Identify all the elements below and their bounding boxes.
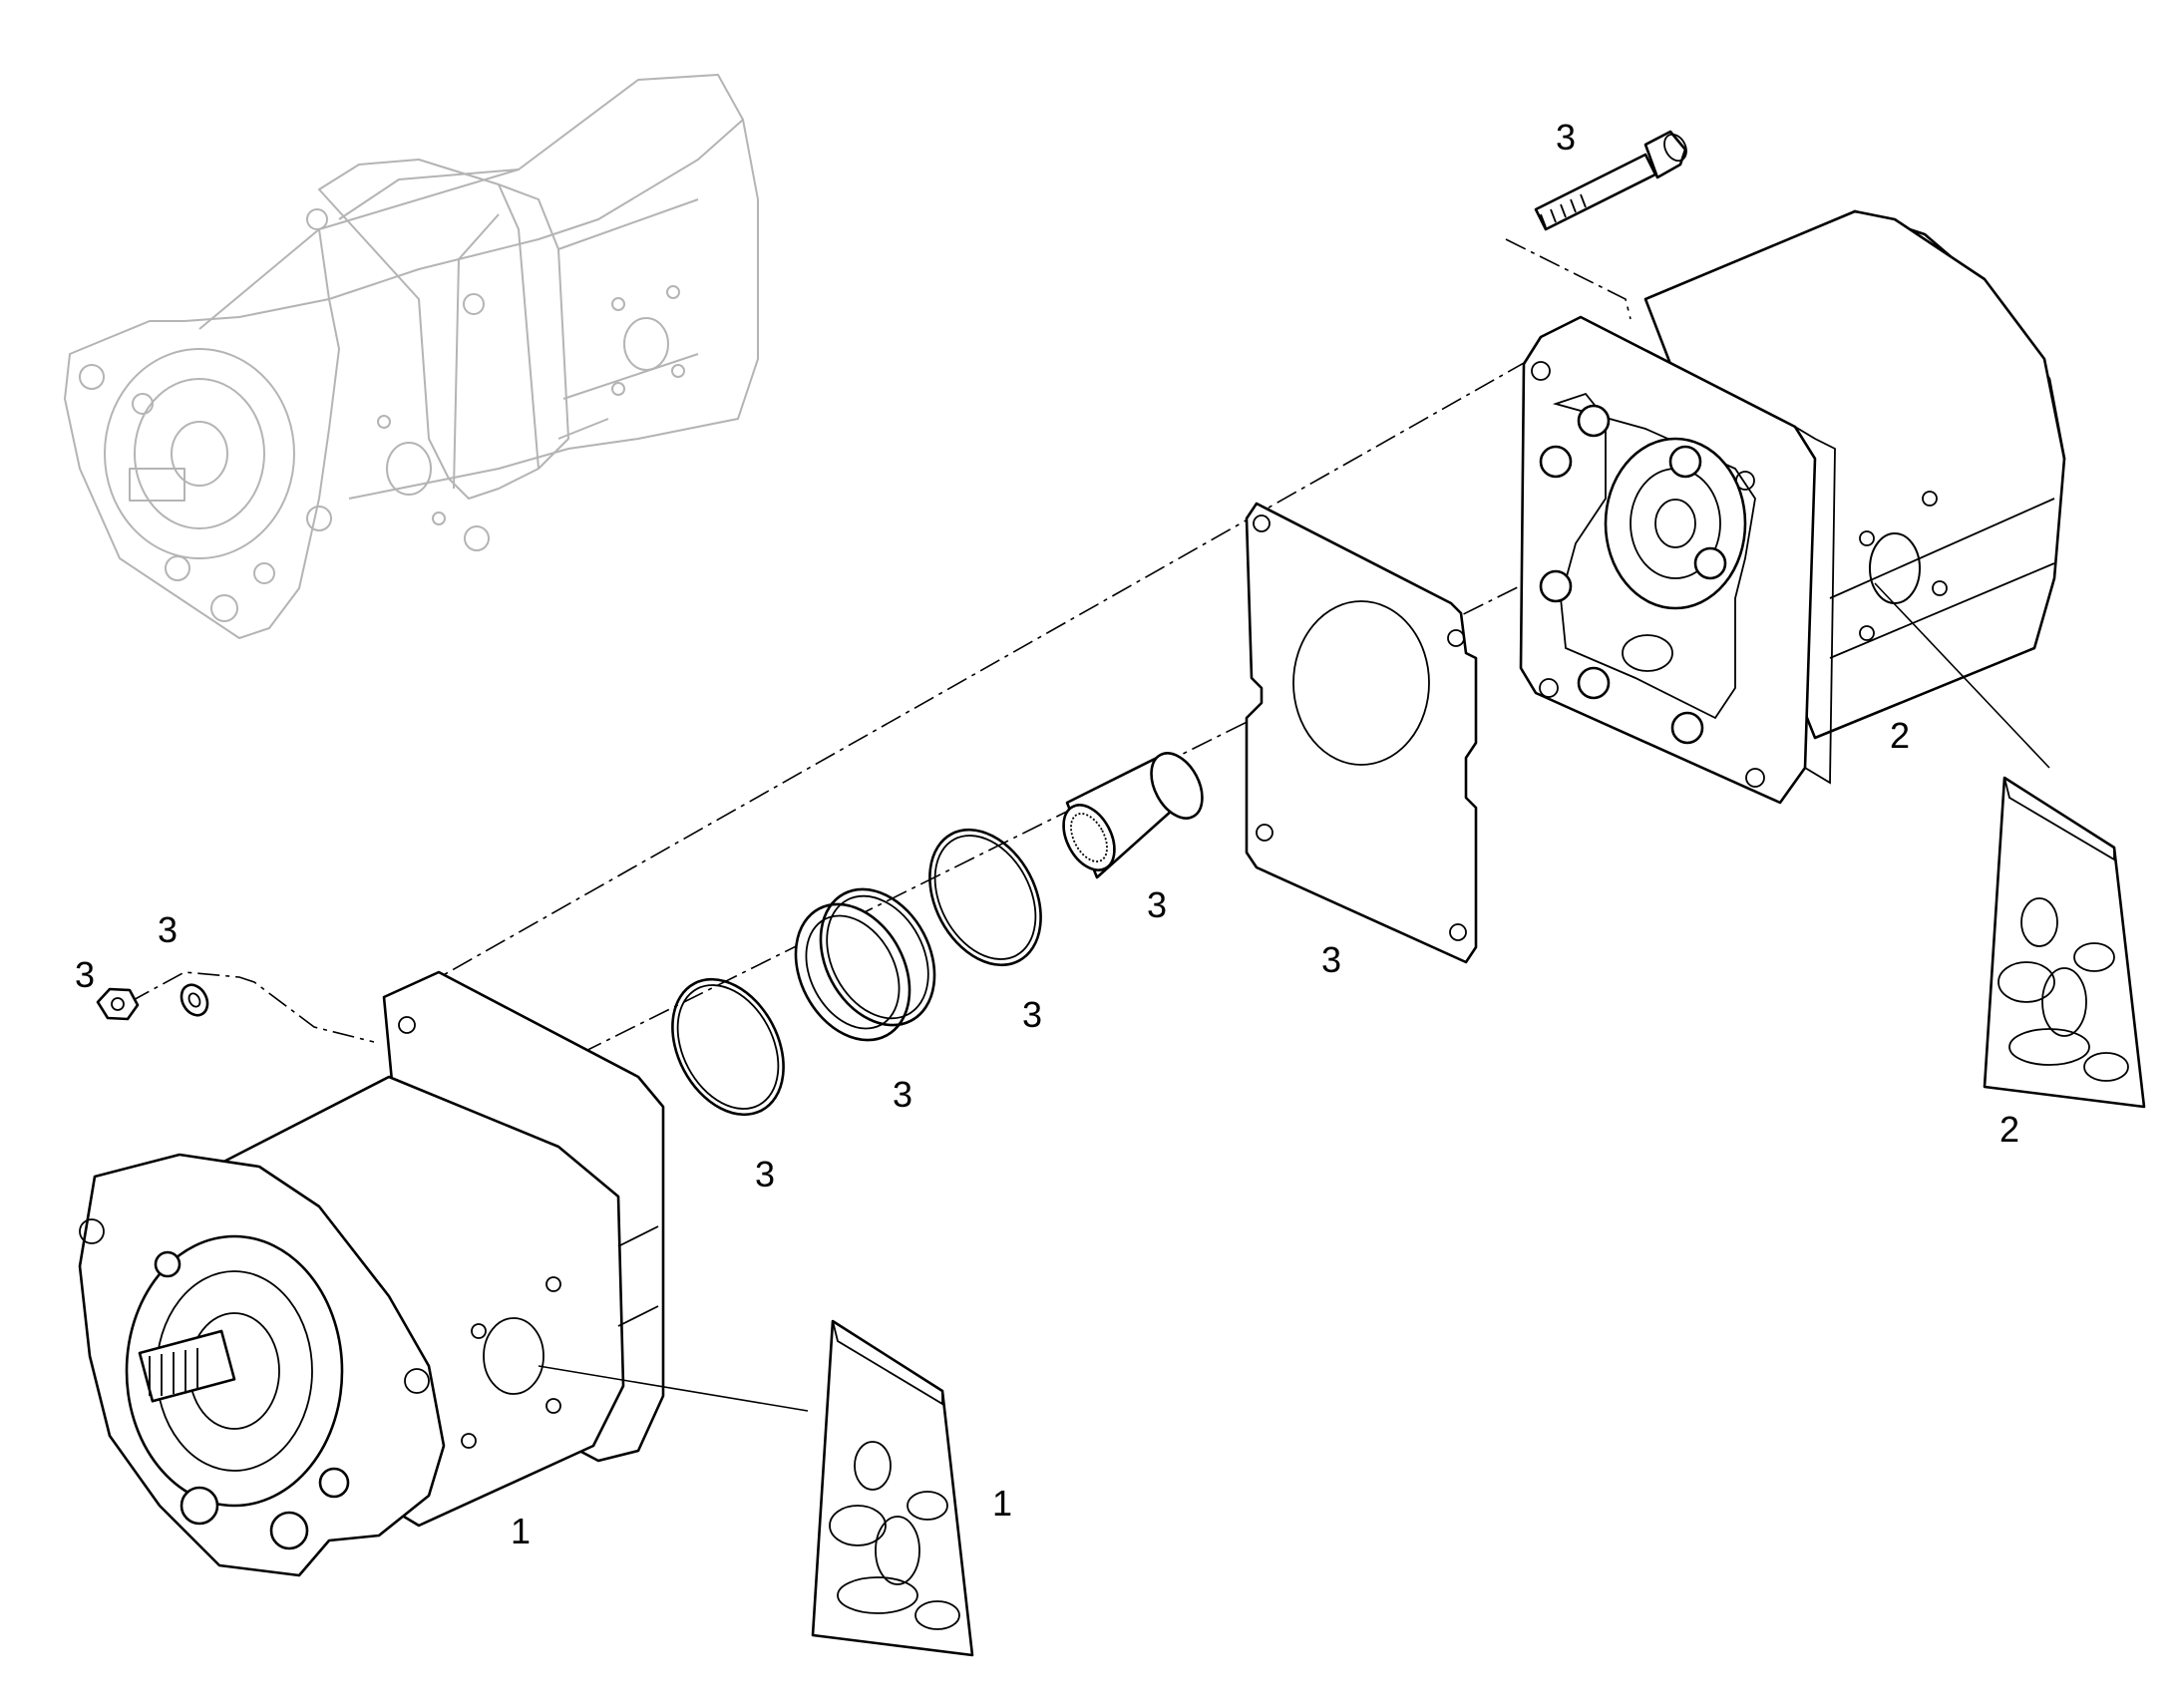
callout-collar: 3 xyxy=(893,1074,912,1115)
callout-bolt-top: 3 xyxy=(1556,117,1576,158)
front-pump-section xyxy=(78,970,665,1577)
needle-bushing xyxy=(1062,752,1204,879)
callout-oring-left: 3 xyxy=(755,1154,775,1195)
lock-washer xyxy=(180,983,209,1017)
gasket-plate xyxy=(1245,502,1478,964)
o-ring-left xyxy=(671,977,785,1117)
rear-seal-kit-bag xyxy=(1983,776,2146,1109)
rear-pump-section xyxy=(1519,209,2066,805)
callout-oring-middle: 3 xyxy=(1022,994,1042,1035)
leader-lines xyxy=(538,582,2050,1412)
collar-ring xyxy=(794,887,936,1042)
callout-bushing: 3 xyxy=(1147,884,1167,925)
hex-nut xyxy=(96,987,140,1021)
front-seal-kit-bag xyxy=(811,1319,974,1657)
assembled-pump-overview xyxy=(64,74,759,639)
callout-front-seal-kit: 1 xyxy=(992,1483,1012,1524)
callout-gasket: 3 xyxy=(1321,939,1341,980)
callout-labels: 3 3 3 3 3 3 3 3 1 1 2 2 xyxy=(75,117,2019,1551)
callout-front-pump: 1 xyxy=(511,1511,531,1551)
callout-rear-pump: 2 xyxy=(1890,715,1910,756)
o-ring-middle xyxy=(928,828,1042,967)
socket-head-bolt xyxy=(1534,130,1687,231)
callout-washer: 3 xyxy=(158,909,178,950)
callout-nut: 3 xyxy=(75,954,95,995)
callout-rear-seal-kit: 2 xyxy=(1999,1109,2019,1150)
